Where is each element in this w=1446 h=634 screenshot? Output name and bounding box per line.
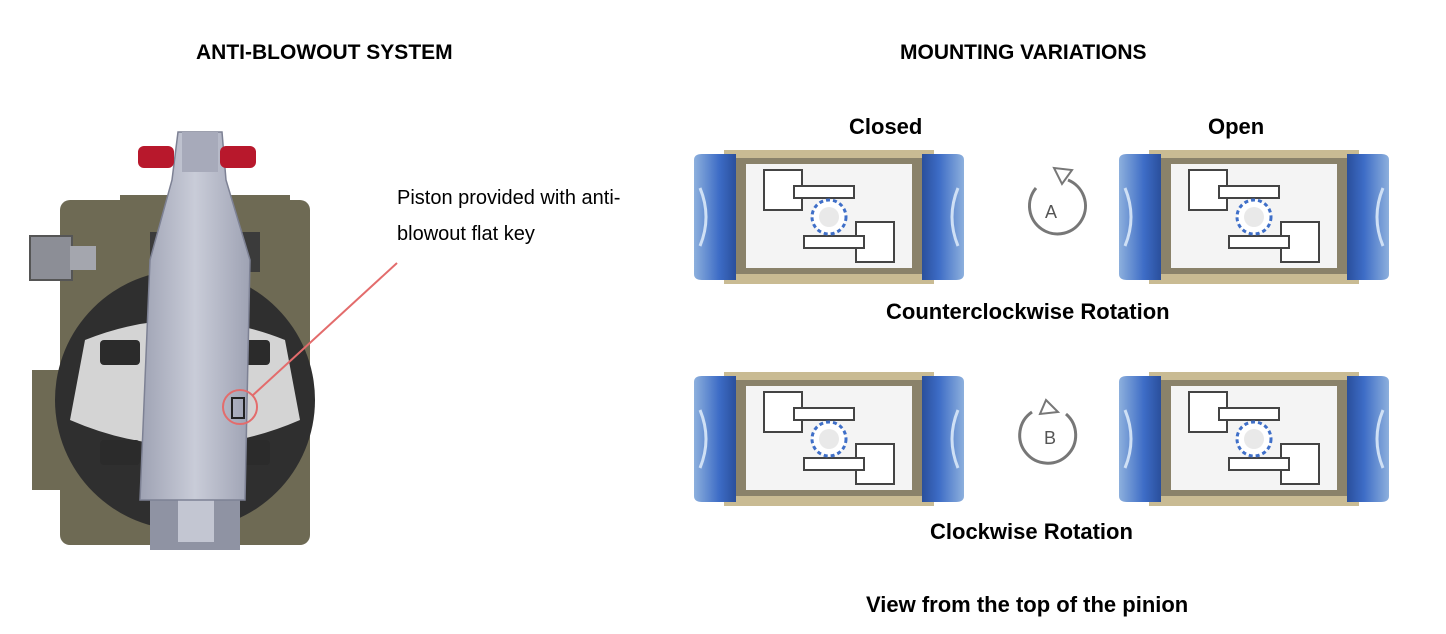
anti-blowout-heading: ANTI-BLOWOUT SYSTEM xyxy=(196,41,453,64)
cw-rotation-label: Clockwise Rotation xyxy=(930,519,1133,544)
actuator-cw-open xyxy=(1117,370,1391,508)
ccw-arrow-icon: A xyxy=(1028,166,1087,236)
actuator-ccw-open xyxy=(1117,148,1391,286)
actuator-cw-closed xyxy=(692,370,966,508)
cw-arrow-icon: B xyxy=(1018,398,1078,465)
left-knob xyxy=(138,146,174,168)
anti-blowout-caption: Piston provided with anti-blowout flat k… xyxy=(397,187,621,245)
cw-marker: B xyxy=(1044,428,1056,448)
callout-line xyxy=(251,262,398,397)
flat-key-highlight xyxy=(222,389,258,425)
right-knob xyxy=(220,146,256,168)
ccw-marker: A xyxy=(1045,202,1057,222)
actuator-ccw-closed xyxy=(692,148,966,286)
ccw-rotation-label: Counterclockwise Rotation xyxy=(886,299,1170,324)
anti-blowout-cutaway xyxy=(29,131,398,550)
pinion-view-note: View from the top of the pinion xyxy=(866,592,1189,617)
closed-label: Closed xyxy=(849,114,923,139)
open-label: Open xyxy=(1208,114,1265,139)
mounting-heading: MOUNTING VARIATIONS xyxy=(900,41,1147,64)
